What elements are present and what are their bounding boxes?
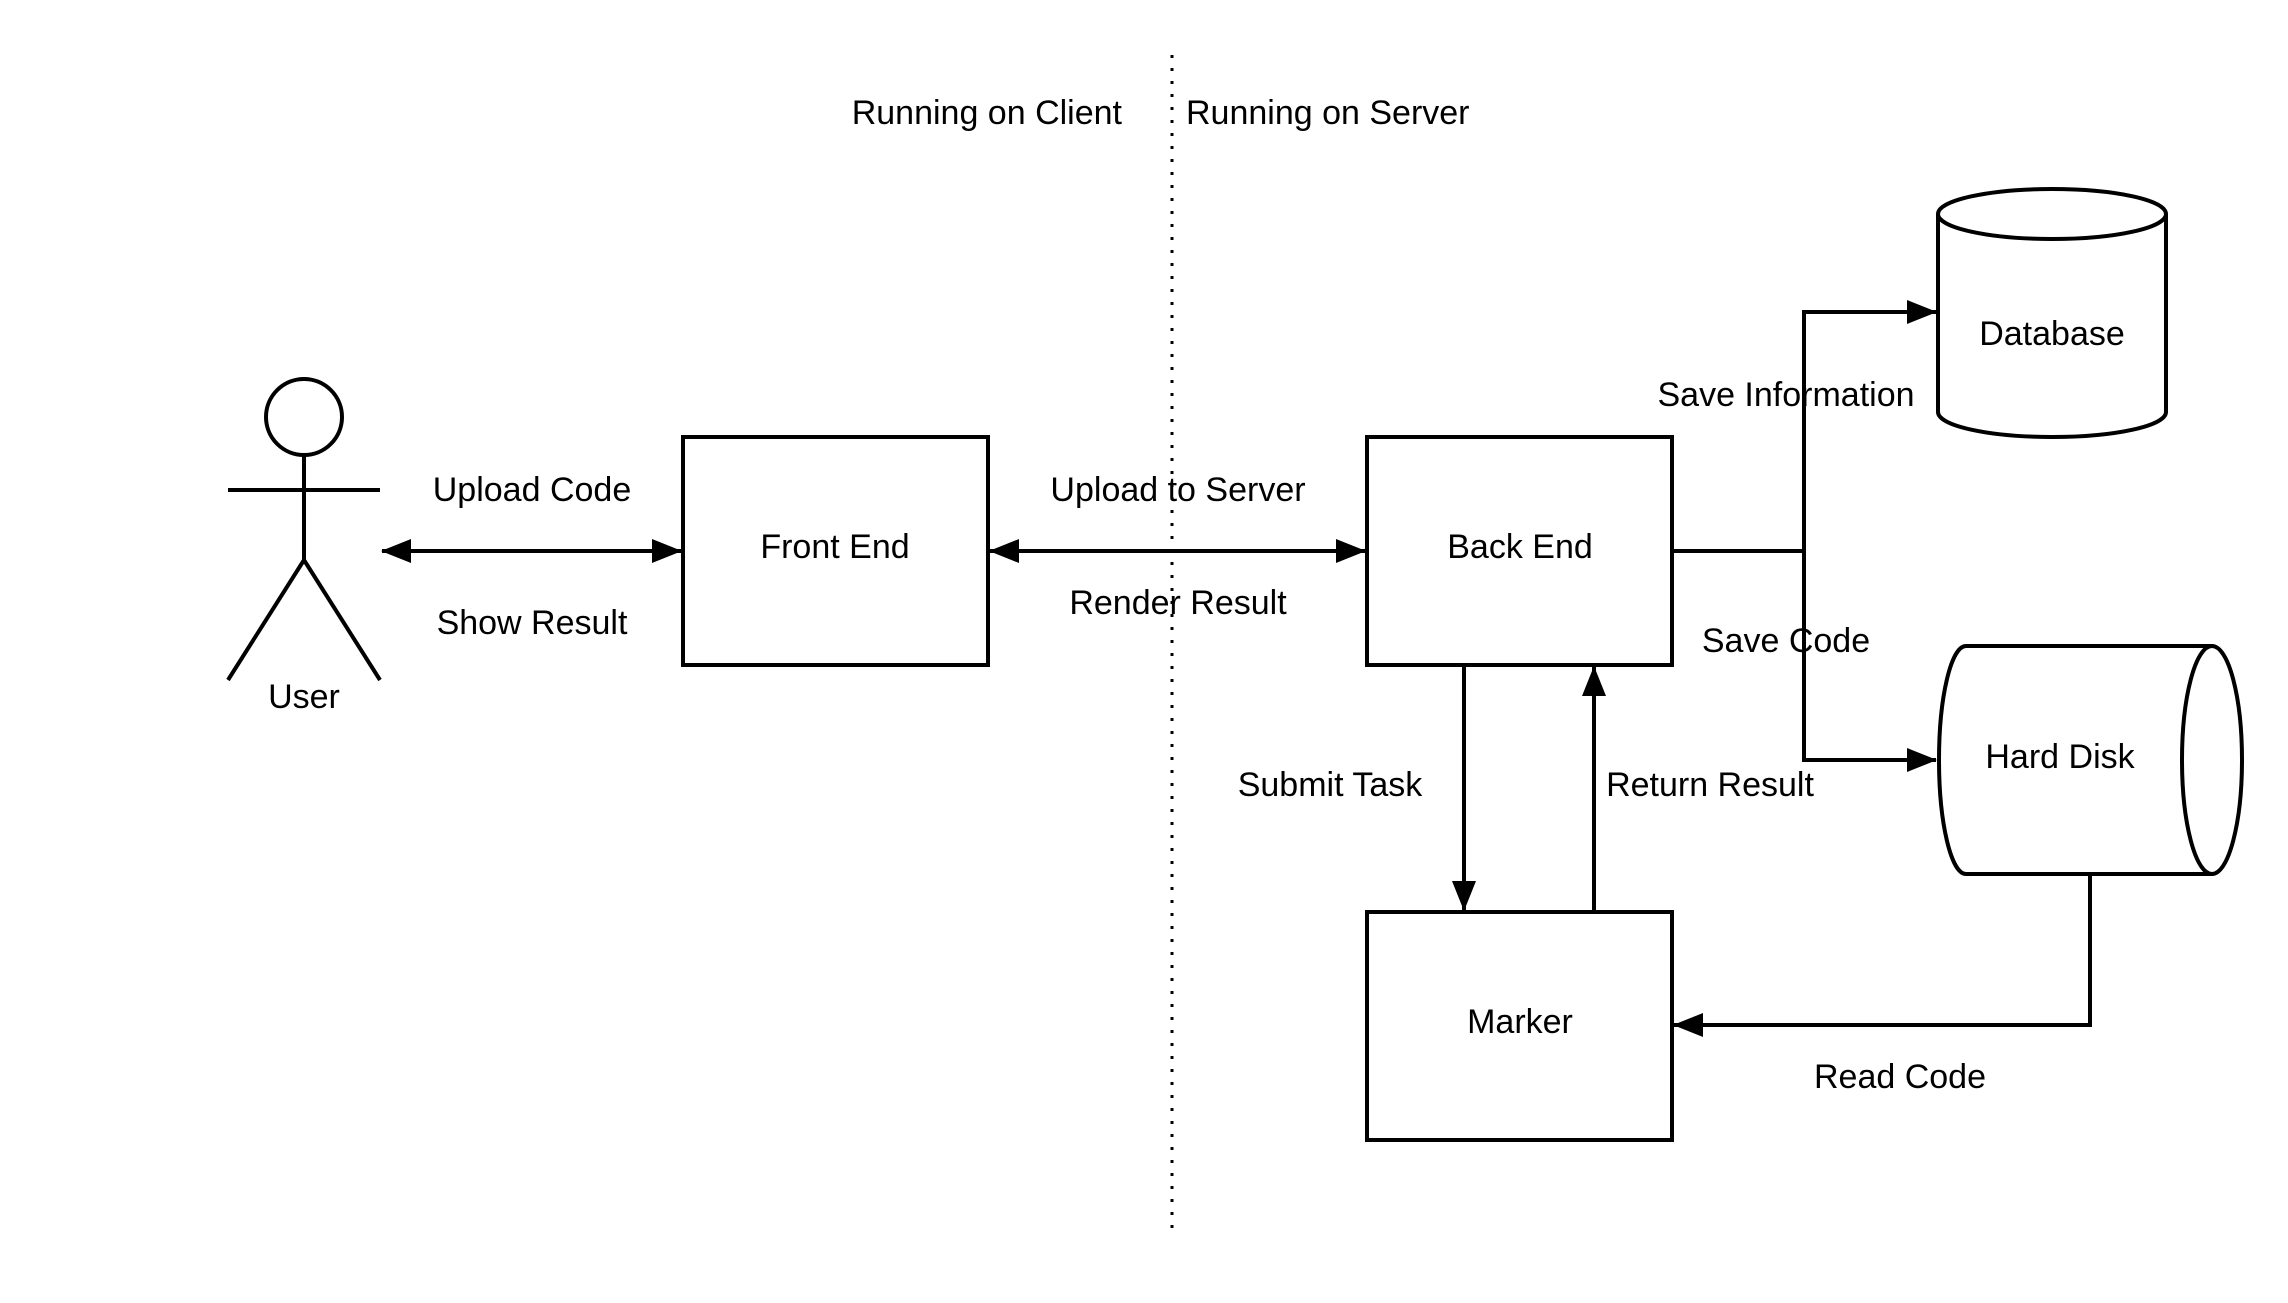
user-label: User [268,678,340,716]
server-region-label: Running on Server [1186,94,1470,132]
show-result-label: Show Result [437,604,628,642]
marker-label: Marker [1467,1003,1573,1041]
hard-disk-cylinder-icon [1937,644,2244,876]
upload-to-server-label: Upload to Server [1050,471,1305,509]
upload-code-label: Upload Code [433,471,631,509]
client-region-label: Running on Client [852,94,1123,132]
back-end-box [1365,435,1674,667]
database-cylinder-icon [1936,187,2168,439]
return-result-label: Return Result [1606,766,1814,804]
front-end-label: Front End [760,528,909,566]
read-code-label: Read Code [1814,1058,1986,1096]
render-result-label: Render Result [1069,584,1287,622]
user-actor-icon [226,377,382,682]
read-code-arrow [1673,874,2092,1037]
database-label: Database [1979,315,2125,353]
save-information-label: Save Information [1657,376,1914,414]
save-code-label: Save Code [1702,622,1870,660]
marker-box [1365,910,1674,1142]
hard-disk-label: Hard Disk [1985,738,2135,776]
front-end-box [681,435,990,667]
submit-task-label: Submit Task [1238,766,1424,804]
back-end-label: Back End [1447,528,1593,566]
